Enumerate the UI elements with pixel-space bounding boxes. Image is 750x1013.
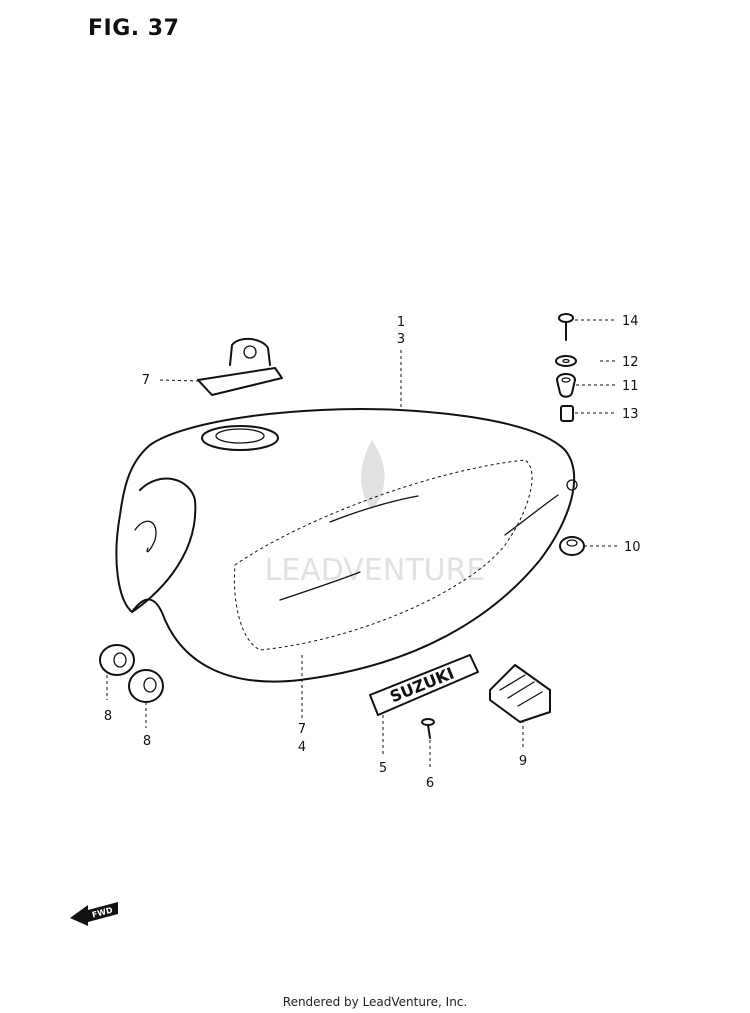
callout-1: 1 [397,315,405,330]
tank-cushions [99,644,164,703]
callout-4: 4 [298,740,306,755]
fuel-cap-base [197,367,283,396]
tank-knee-recess [131,477,197,613]
bolt-head [558,313,574,323]
washer-12 [555,355,577,367]
fuel-tank [115,408,578,683]
filler-neck [201,425,279,451]
fuel-cap [197,337,283,396]
callout-14: 14 [622,314,639,329]
rubber-pad-ribs [499,674,543,707]
tank-side-recess [233,459,533,651]
watermark-text: LEADVENTURE [265,553,486,588]
damper-10 [559,536,585,556]
callout-7-tank: 7 [298,722,306,737]
callout-7-cap: 7 [142,373,150,388]
cushion-11-body [556,373,576,398]
bolt-14 [558,313,574,341]
collar-13 [560,405,574,422]
tank-trim-line [279,571,361,601]
callout-12: 12 [622,355,639,370]
fuel-cap-lock [243,345,257,359]
callout-5: 5 [379,761,387,776]
figure-title: FIG. 37 [88,16,180,41]
screw-shank [427,724,431,739]
fwd-arrow-icon [70,902,118,926]
cushion-11-hole [561,377,571,383]
callout-10: 10 [624,540,641,555]
emblem-text: SUZUKI [387,663,457,706]
tank-rear-stripe [504,494,559,536]
emblem-screw [421,718,435,739]
cushion-11 [556,373,576,398]
rubber-pad-outline [489,664,551,723]
callout-13: 13 [622,407,639,422]
rubber-pad [489,664,551,723]
washer-hole [562,358,570,364]
leader-lines [106,319,620,770]
tank-rear-mount [566,479,578,491]
callout-9: 9 [519,754,527,769]
callout-8-rear: 8 [143,734,151,749]
cushion-front [99,644,135,676]
callouts: 7 1 3 7 4 8 8 5 6 9 10 11 12 13 14 [104,314,641,791]
tank-outline [115,408,576,683]
cushion-rear-hole [143,677,157,693]
callout-11: 11 [622,379,639,394]
emblem-plate [369,654,479,716]
watermark-flame-icon [361,440,385,510]
fuel-cap-hinge [229,337,271,366]
callout-8-front: 8 [104,709,112,724]
tank-hook-detail [134,520,157,553]
tank-emblem: SUZUKI [369,654,479,716]
collar-13-body [560,405,574,422]
watermark: LEADVENTURE [265,440,486,588]
tank-upper-stripe [329,495,419,523]
cushion-rear [128,669,164,703]
washer-outer [555,355,577,367]
footer-credit: Rendered by LeadVenture, Inc. [282,995,468,1009]
fwd-arrow: FWD [70,902,118,926]
callout-3: 3 [397,332,405,347]
filler-neck-inner [215,428,265,444]
callout-6: 6 [426,776,434,791]
cushion-front-hole [113,652,127,668]
damper-10-hole [566,539,578,547]
